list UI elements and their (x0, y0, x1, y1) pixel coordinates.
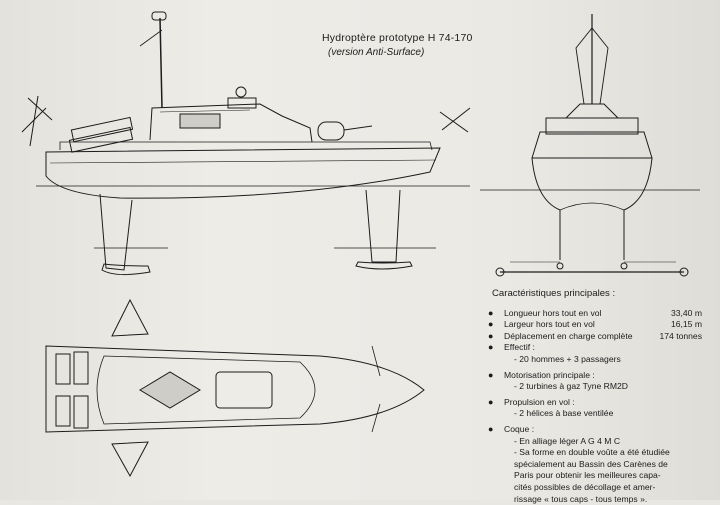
bullet-icon: ● (488, 370, 493, 382)
spec-label: Coque : (504, 424, 534, 434)
spec-displacement: ● Déplacement en charge complète 174 ton… (484, 331, 714, 343)
bullet-icon: ● (488, 424, 493, 436)
spec-crew: ● Effectif : (484, 342, 714, 354)
spec-propulsion: ● Propulsion en vol : (484, 397, 714, 409)
spec-label: Effectif : (504, 342, 535, 352)
spec-label: Largeur hors tout en vol (504, 319, 595, 329)
spec-hull-line: rissage « tous caps - tous temps ». (484, 494, 714, 505)
spec-hull-line: cités possibles de décollage et amer- (484, 482, 714, 494)
bullet-icon: ● (488, 331, 493, 343)
spec-propulsion-line: - 2 hélices à base ventilée (484, 408, 714, 420)
spec-label: Longueur hors tout en vol (504, 308, 601, 318)
spec-engine: ● Motorisation principale : (484, 370, 714, 382)
spec-width: ● Largeur hors tout en vol 16,15 m (484, 319, 714, 331)
spec-hull-line: spécialement au Bassin des Carènes de (484, 459, 714, 471)
spec-label: Propulsion en vol : (504, 397, 575, 407)
bullet-icon: ● (488, 342, 493, 354)
spec-hull-line: Paris pour obtenir les meilleures capa- (484, 470, 714, 482)
spec-engine-line: - 2 turbines à gaz Tyne RM2D (484, 381, 714, 393)
spec-value: 33,40 m (671, 308, 702, 320)
spec-value: 16,15 m (671, 319, 702, 331)
spec-label: Déplacement en charge complète (504, 331, 633, 341)
characteristics-heading: Caractéristiques principales : (492, 288, 714, 300)
bullet-icon: ● (488, 308, 493, 320)
characteristics-panel: Caractéristiques principales : ● Longueu… (484, 288, 714, 505)
bullet-icon: ● (488, 319, 493, 331)
spec-hull: ● Coque : (484, 424, 714, 436)
spec-length: ● Longueur hors tout en vol 33,40 m (484, 308, 714, 320)
spec-hull-line: - En alliage léger A G 4 M C (484, 436, 714, 448)
bullet-icon: ● (488, 397, 493, 409)
front-view-drawing (480, 14, 700, 276)
side-view-drawing (22, 12, 470, 275)
spec-crew-line: - 20 hommes + 3 passagers (484, 354, 714, 366)
spec-label: Motorisation principale : (504, 370, 595, 380)
spec-value: 174 tonnes (659, 331, 702, 343)
top-view-drawing (46, 300, 424, 476)
spec-hull-line: - Sa forme en double voûte a été étudiée (484, 447, 714, 459)
